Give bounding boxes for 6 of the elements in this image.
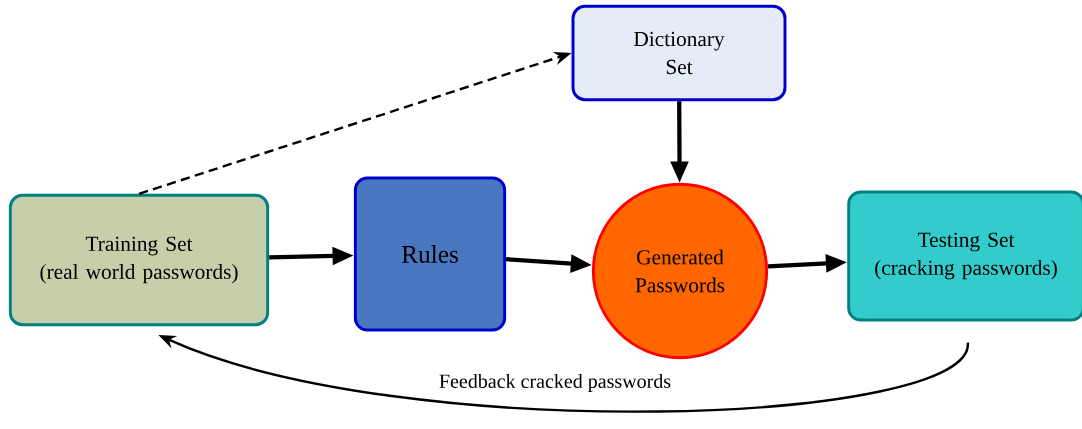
circle-node: Generated Passwords bbox=[591, 182, 769, 360]
edge-label: Feedback cracked passwords bbox=[437, 372, 673, 394]
process-box: Rules bbox=[353, 176, 507, 332]
process-box: Training Set (real world passwords) bbox=[8, 193, 270, 327]
process-box: Dictionary Set bbox=[571, 4, 787, 102]
process-box: Testing Set (cracking passwords) bbox=[847, 190, 1082, 322]
